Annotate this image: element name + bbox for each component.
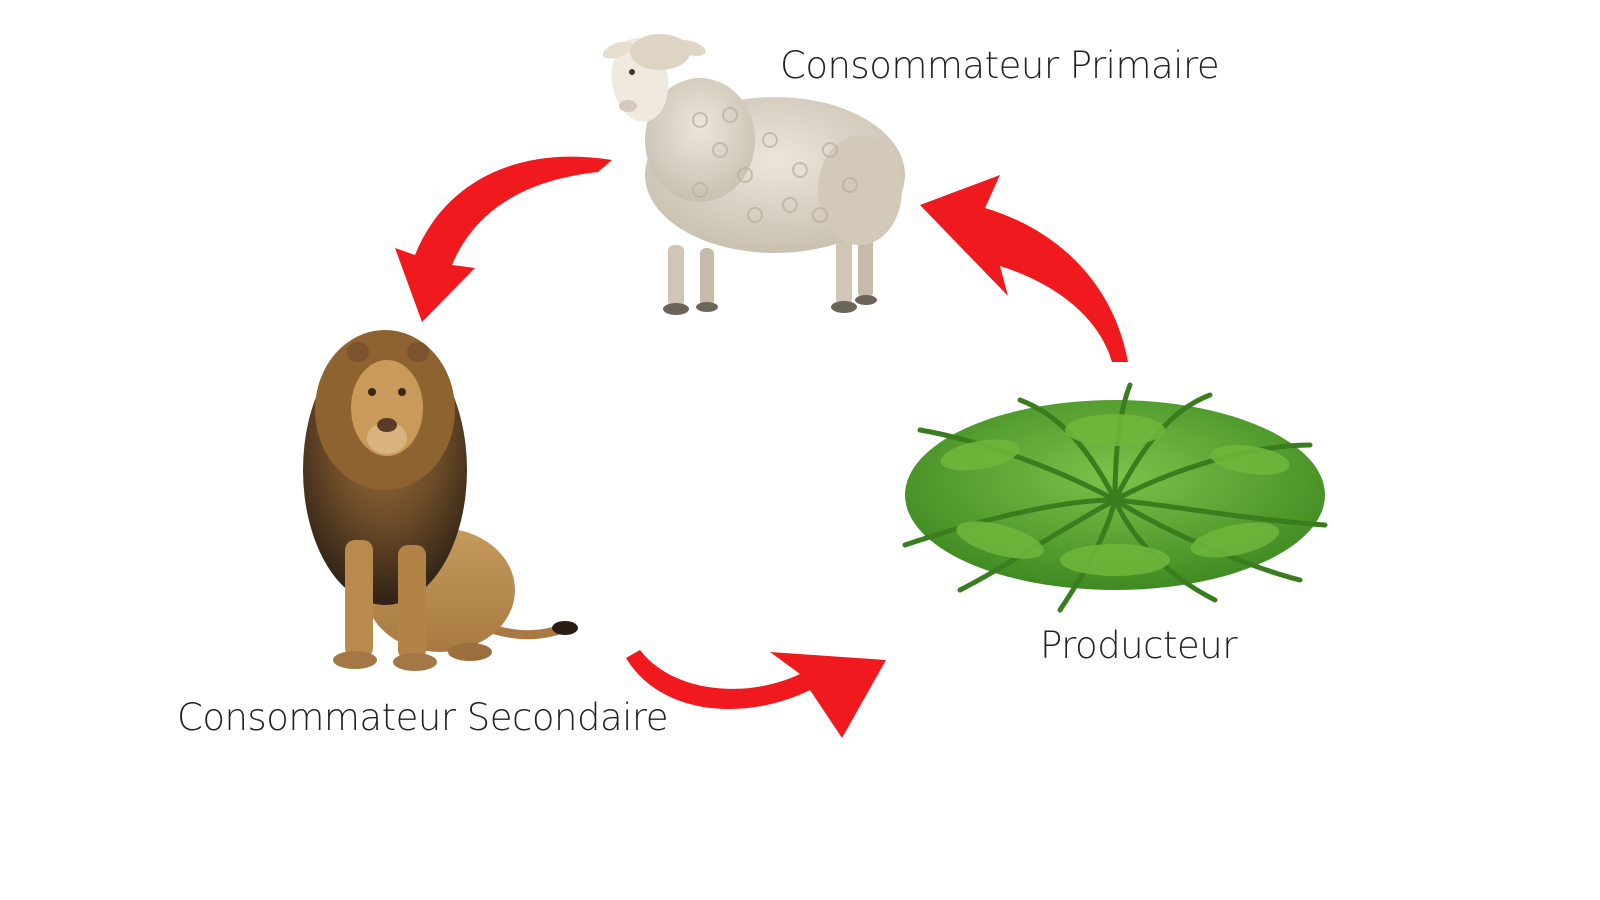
label-primary-consumer: Consommateur Primaire [780, 44, 1220, 87]
label-producer: Producteur [1040, 624, 1237, 667]
arrow-secondary-to-producer [626, 650, 886, 738]
sheep-icon [602, 34, 905, 315]
arrow-primary-to-secondary [395, 156, 612, 322]
label-secondary-consumer: Consommateur Secondaire [177, 696, 669, 739]
arrow-producer-to-primary [920, 175, 1128, 362]
fern-plant-icon [902, 382, 1328, 613]
lion-icon [303, 330, 578, 671]
